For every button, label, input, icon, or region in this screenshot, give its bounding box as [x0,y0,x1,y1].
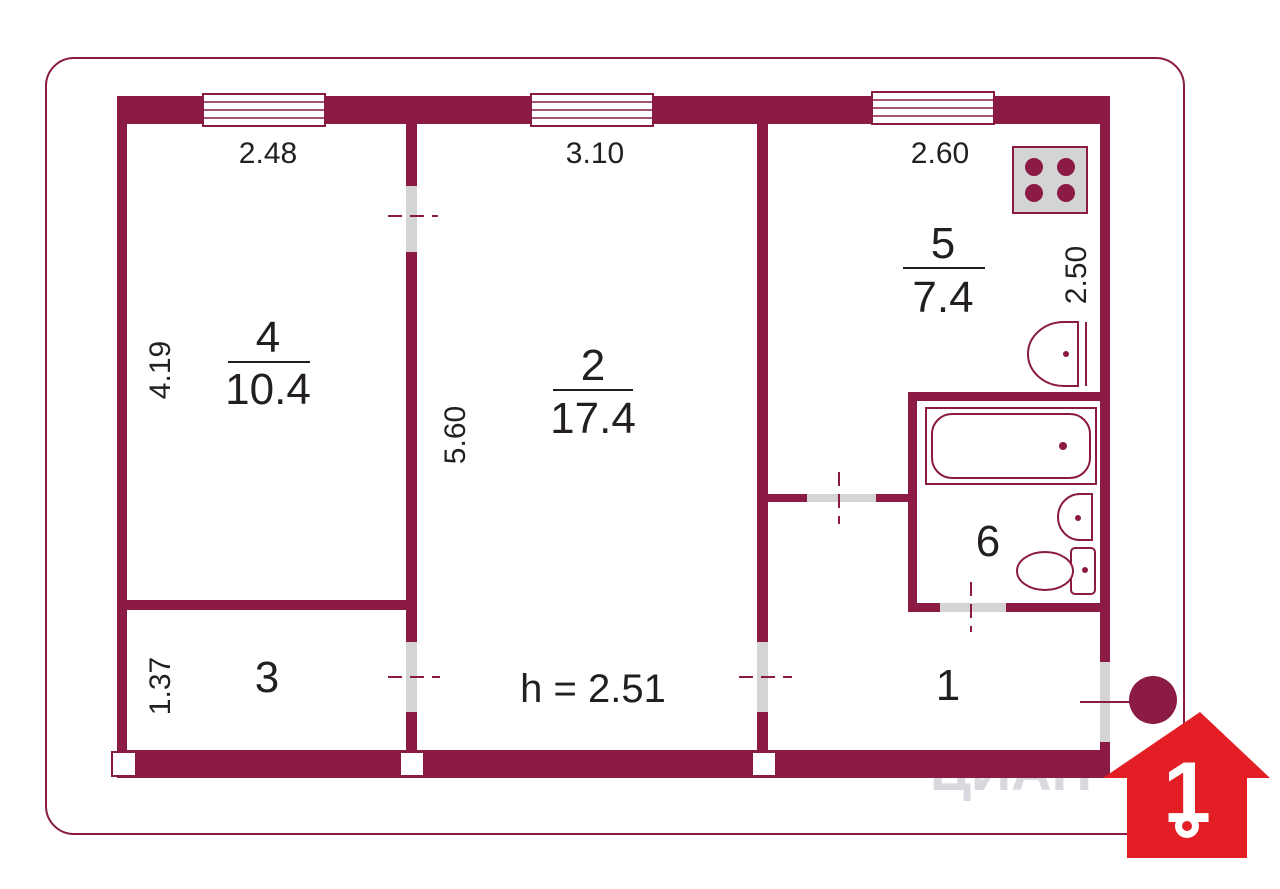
column-left [111,751,137,777]
plan-frame [45,57,1185,835]
room-2-area: 17.4 [550,394,636,443]
room-5-area: 7.4 [912,273,973,322]
wall-bath-bottom-left [908,603,940,612]
wall-4-2-top [406,120,417,186]
wall-4-2-mid [406,252,417,642]
wall-bottom [117,750,1110,778]
room-5-label: 5 7.4 [903,219,985,322]
windows [202,91,995,127]
room-4-number: 4 [256,313,280,362]
room-3-number: 3 [255,653,279,702]
door-entrance [1080,662,1177,742]
bathtub-icon [925,407,1097,485]
doors [388,186,1177,742]
dim-room5-length: 2.50 [1060,246,1093,304]
window-room5 [871,91,995,125]
wall-2-5-lower [757,712,768,760]
wall-bath-left [908,392,917,612]
window-room4 [202,93,326,127]
columns [111,751,777,777]
room-2-number: 2 [581,341,605,390]
room-5-number: 5 [931,219,955,268]
ceiling-height-label: h = 2.51 [520,667,666,711]
wall-left [117,96,127,778]
door-bathroom [940,582,1006,632]
kitchen-sink-icon [1027,321,1087,387]
wall-2-5-upper [757,120,768,642]
dim-room4-length: 4.19 [144,341,177,399]
column-mid [399,751,425,777]
door-5-1 [807,472,876,524]
door-4-2-upper [388,186,438,252]
door-3-2 [388,642,440,712]
house-key-icon: 1 [1103,712,1270,858]
wall-right-upper [1100,96,1110,662]
wall-right-lower [1100,742,1110,778]
room-1-number: 1 [936,661,960,710]
toilet-icon [1016,547,1096,595]
dim-room5-width: 2.60 [911,137,969,170]
dim-room4-width: 2.48 [239,137,297,170]
wall-bath-top [908,392,1105,401]
room-4-area: 10.4 [225,365,311,414]
room-6-number: 6 [976,517,1000,566]
room-2-label: 2 17.4 [550,341,636,443]
door-2-1 [739,642,792,712]
column-right [751,751,777,777]
stove-icon [1012,146,1088,214]
entrance-marker-icon [1129,676,1177,724]
dim-room2-width: 3.10 [566,137,624,170]
wall-4-2-bottom [406,712,417,760]
dim-room3-length: 1.37 [144,657,177,715]
wall-5-1-right [876,494,912,502]
wall-bath-bottom-right [1006,603,1105,612]
wall-4-3 [122,600,412,610]
room-4-label: 4 10.4 [225,313,311,414]
bathroom-sink-icon [1057,493,1093,541]
window-room2 [530,93,654,127]
wall-5-1-left [763,494,807,502]
dim-room2-length: 5.60 [439,406,472,464]
